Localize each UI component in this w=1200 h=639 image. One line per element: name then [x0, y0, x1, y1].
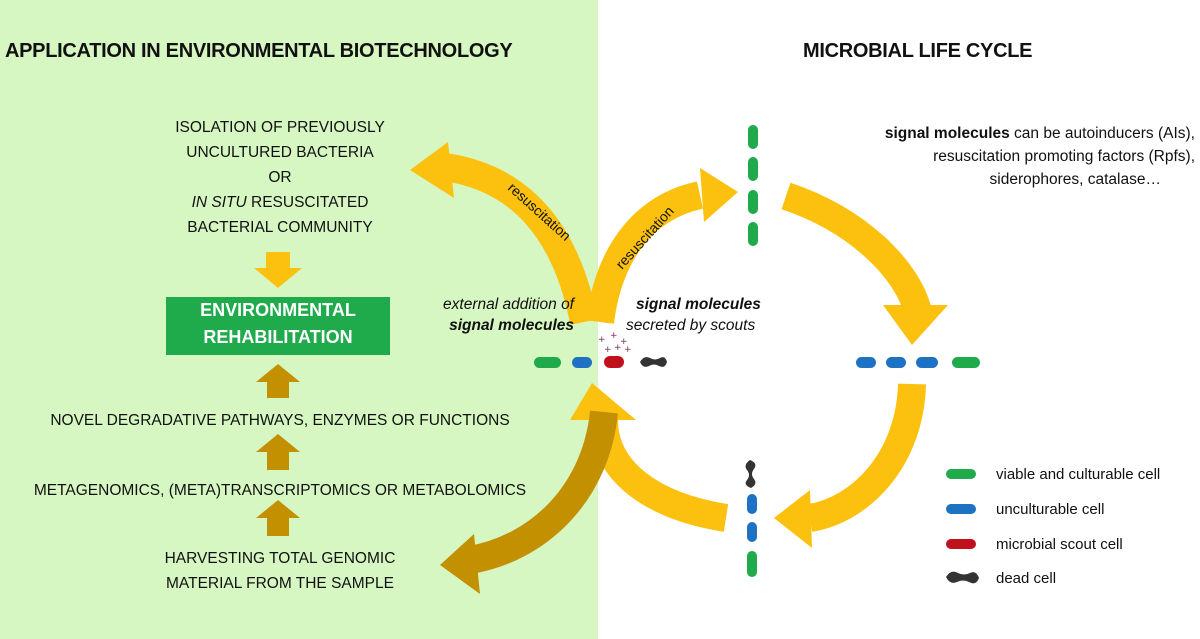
signal-note-line3: siderophores, catalase…: [989, 171, 1161, 188]
center-cell-row: [534, 356, 667, 368]
arrow-resuscitation-right: [586, 168, 738, 324]
metagenomics-text: METAGENOMICS, (META)TRANSCRIPTOMICS OR M…: [33, 482, 527, 499]
secreted-line1: signal molecules: [636, 296, 761, 313]
svg-text:+: +: [610, 331, 618, 341]
right-heading: MICROBIAL LIFE CYCLE: [803, 40, 1033, 62]
legend-unculturable-swatch: [946, 504, 976, 514]
legend-dead-label: dead cell: [996, 569, 1057, 587]
signal-molecule-dots: +++ +++: [598, 331, 632, 355]
arrow-down-to-rehabilitation: [254, 252, 302, 288]
svg-text:+: +: [604, 345, 612, 355]
legend-viable-swatch: [946, 469, 976, 479]
insitu-italic: IN SITU: [191, 194, 247, 211]
signal-note-line1: signal molecules can be autoinducers (AI…: [850, 122, 1195, 145]
insitu-rest: RESUSCITATED: [246, 194, 369, 211]
or-label: OR: [268, 169, 292, 186]
isolation-line1: ISOLATION OF PREVIOUSLY: [175, 119, 385, 136]
external-line2: signal molecules: [449, 317, 574, 334]
secreted-line2: secreted by scouts: [626, 317, 756, 334]
signal-note-line2: resuscitation promoting factors (Rpfs),: [933, 148, 1195, 165]
novel-pathways-text: NOVEL DEGRADATIVE PATHWAYS, ENZYMES OR F…: [50, 412, 510, 429]
legend-scout-swatch: [946, 539, 976, 549]
signal-note-bold: signal molecules: [884, 125, 1010, 142]
arrow-resuscitation-left: [410, 142, 598, 325]
legend-unculturable: unculturable cell: [946, 497, 1104, 521]
harvest-line2: MATERIAL FROM THE SAMPLE: [166, 575, 394, 592]
cell-viable: [534, 357, 561, 368]
cell-dead: [640, 357, 667, 367]
legend-dead-spacer: [946, 572, 978, 584]
arrow-up-from-meta: [256, 434, 300, 470]
left-heading: APPLICATION IN ENVIRONMENTAL BIOTECHNOLO…: [5, 40, 513, 62]
legend-viable-label: viable and culturable cell: [996, 465, 1161, 483]
legend-unculturable-label: unculturable cell: [996, 500, 1105, 518]
external-line1: external addition of: [443, 296, 574, 313]
external-addition-note: external addition of signal molecules: [410, 294, 574, 336]
legend-scout-label: microbial scout cell: [996, 535, 1123, 553]
bottom-cell-column: [745, 460, 757, 577]
top-cell-column: [748, 125, 758, 246]
arrow-up-from-harvest: [256, 500, 300, 536]
legend-dead-swatch: [946, 571, 979, 584]
harvest-line1: HARVESTING TOTAL GENOMIC: [164, 550, 396, 567]
environmental-rehabilitation-box: ENVIRONMENTAL REHABILITATION: [166, 297, 390, 355]
cell-scout: [604, 356, 624, 368]
svg-text:+: +: [624, 345, 632, 355]
env-line1: ENVIRONMENTAL: [200, 300, 356, 320]
insitu-line: IN SITU RESUSCITATED: [140, 190, 420, 215]
arrow-harvest: [440, 410, 618, 594]
svg-text:+: +: [598, 335, 606, 345]
isolation-line2: UNCULTURED BACTERIA: [186, 144, 374, 161]
right-cell-row: [856, 357, 980, 368]
secreted-by-scouts-note: signal molecules secreted by scouts: [626, 294, 776, 336]
legend-dead: dead cell: [946, 566, 1056, 590]
legend-viable: viable and culturable cell: [946, 462, 1160, 486]
signal-note-rest1: can be autoinducers (AIs),: [1009, 125, 1195, 142]
svg-text:+: +: [620, 337, 628, 347]
signal-molecules-note: signal molecules can be autoinducers (AI…: [850, 122, 1195, 191]
community-line: BACTERIAL COMMUNITY: [187, 219, 373, 236]
arrow-up-from-novel: [256, 364, 300, 398]
isolation-block: ISOLATION OF PREVIOUSLY UNCULTURED BACTE…: [140, 115, 420, 240]
svg-text:+: +: [614, 343, 622, 353]
arrow-cycle-top-right: [781, 182, 948, 345]
env-line2: REHABILITATION: [203, 327, 353, 347]
arrow-cycle-right-bottom: [774, 383, 926, 548]
cell-unculturable: [572, 357, 592, 368]
harvesting-block: HARVESTING TOTAL GENOMIC MATERIAL FROM T…: [140, 546, 420, 596]
legend-scout: microbial scout cell: [946, 532, 1123, 556]
